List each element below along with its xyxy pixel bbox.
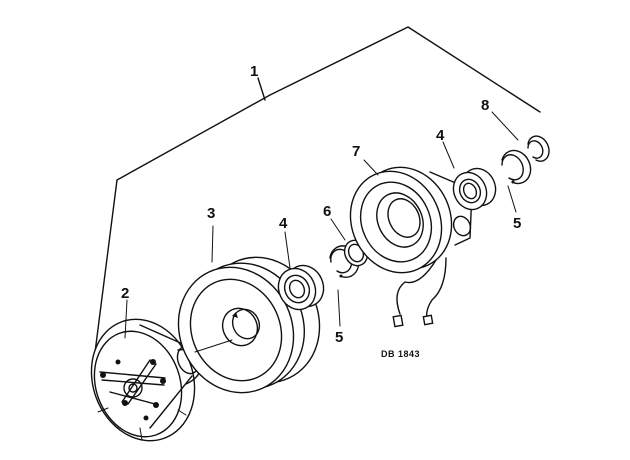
bearing-front-part <box>277 231 325 311</box>
callout-4-rear: 4 <box>436 127 445 144</box>
drawing-code: DB 1843 <box>381 349 420 359</box>
callout-8: 8 <box>481 97 489 114</box>
callout-5-rear: 5 <box>513 215 521 232</box>
assembly-bracket <box>91 26 541 377</box>
hub-plate-part <box>90 299 202 442</box>
callout-7: 7 <box>352 143 360 160</box>
callout-4-front: 4 <box>279 215 288 232</box>
callout-6: 6 <box>323 203 331 220</box>
field-coil-part <box>349 159 473 328</box>
callout-5-front: 5 <box>335 329 343 346</box>
callout-1: 1 <box>250 63 258 80</box>
circlip-rear-part <box>501 149 532 213</box>
callout-2: 2 <box>121 285 129 302</box>
callout-3: 3 <box>207 205 215 222</box>
bearing-rear-part <box>442 141 497 211</box>
retaining-ring-part <box>491 111 550 162</box>
